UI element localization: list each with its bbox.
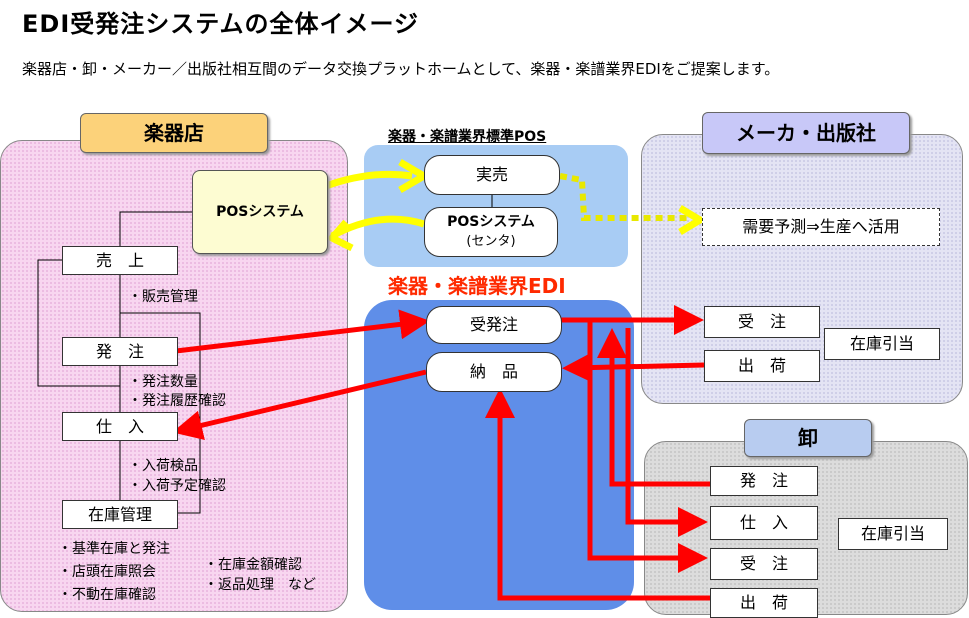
store-flow-order: 発 注 [62,337,178,366]
maker-header: メーカ・出版社 [702,112,910,154]
note-inventory-4: ・在庫金額確認 [204,557,302,573]
edi-delivery: 納 品 [426,352,562,392]
page-title: EDI受発注システムの全体イメージ [22,10,420,38]
maker-allocation: 在庫引当 [824,328,940,360]
pos-center-system: POSシステム (センタ) [424,207,558,257]
maker-receive-order: 受 注 [704,306,820,338]
wholesale-shipment: 出 荷 [710,588,818,618]
edi-label: 楽器・楽譜業界EDI [388,274,566,298]
note-inventory-3: ・不動在庫確認 [58,587,156,603]
pos-standard-label: 楽器・楽譜業界標準POS [388,129,547,145]
note-sales: ・販売管理 [128,289,198,305]
note-inventory-2: ・店頭在庫照会 [58,564,156,580]
pos-actual-sales: 実売 [424,155,560,195]
wholesale-order: 発 注 [710,466,818,496]
note-purchase-1: ・入荷検品 [128,458,198,474]
wholesale-purchase: 仕 入 [710,506,818,540]
store-header: 楽器店 [80,113,268,153]
page-subtitle: 楽器店・卸・メーカー／出版社相互間のデータ交換プラットホームとして、楽器・楽譜業… [22,60,780,78]
wholesale-allocation: 在庫引当 [838,518,948,550]
wholesale-receive-order: 受 注 [710,548,818,580]
edi-order: 受発注 [426,306,562,344]
pos-center-line1: POSシステム [447,214,535,230]
edi-red-arrows [172,305,710,601]
note-inventory-1: ・基準在庫と発注 [58,541,170,557]
pos-center-line2: (センタ) [466,234,516,249]
note-order-1: ・発注数量 [128,374,198,390]
store-pos-system: POSシステム [192,170,328,254]
note-inventory-5: ・返品処理 など [204,577,316,593]
maker-shipment: 出 荷 [704,350,820,382]
maker-forecast: 需要予測⇒生産へ活用 [702,208,940,246]
note-purchase-2: ・入荷予定確認 [128,478,226,494]
store-flow-purchase: 仕 入 [62,412,178,441]
store-flow-sales: 売 上 [62,246,178,275]
note-order-2: ・発注履歴確認 [128,393,226,409]
store-flow-inventory: 在庫管理 [62,500,178,529]
wholesale-header: 卸 [744,419,872,457]
